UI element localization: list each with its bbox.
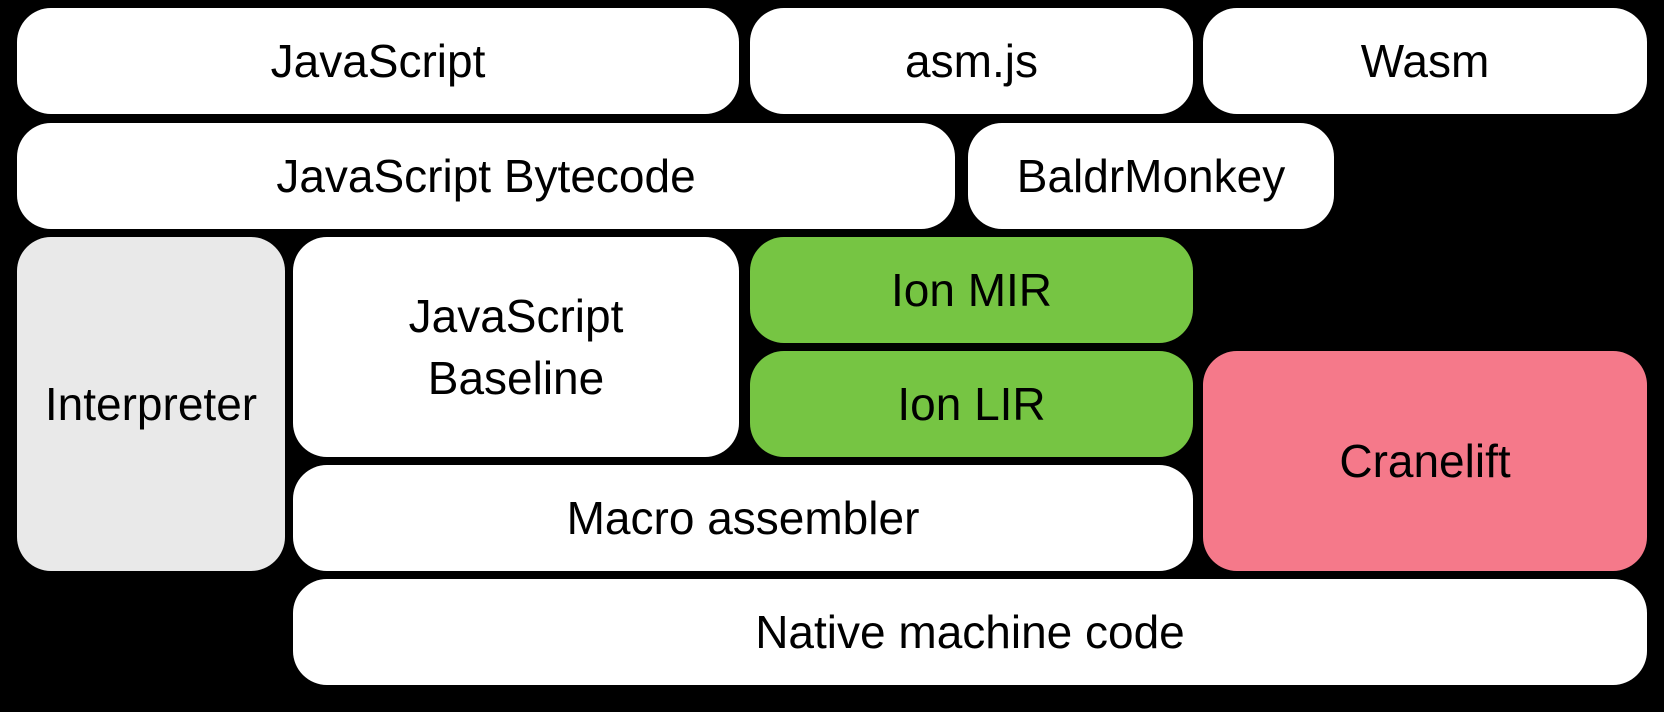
box-macro-assembler-label: Macro assembler (566, 491, 920, 544)
box-baldrmonkey: BaldrMonkey (968, 123, 1334, 229)
box-ion-mir-label: Ion MIR (890, 263, 1053, 316)
box-ion-lir-label: Ion LIR (897, 377, 1046, 430)
box-cranelift-label: Cranelift (1339, 434, 1511, 487)
box-wasm-label: Wasm (1360, 34, 1490, 87)
box-ion-mir: Ion MIR (750, 237, 1193, 343)
box-macro-assembler: Macro assembler (293, 465, 1193, 571)
box-native-machine-code-label: Native machine code (755, 605, 1185, 658)
box-wasm: Wasm (1203, 8, 1647, 114)
box-ion-lir: Ion LIR (750, 351, 1193, 457)
box-asm-js-label: asm.js (905, 34, 1038, 87)
box-javascript-baseline-label: JavaScript Baseline (408, 289, 624, 404)
box-interpreter: Interpreter (17, 237, 285, 571)
box-javascript-bytecode-label: JavaScript Bytecode (276, 149, 696, 202)
box-baldrmonkey-label: BaldrMonkey (1016, 149, 1286, 202)
box-javascript-baseline: JavaScript Baseline (293, 237, 739, 457)
box-javascript-bytecode: JavaScript Bytecode (17, 123, 955, 229)
box-interpreter-label: Interpreter (44, 377, 258, 430)
box-asm-js: asm.js (750, 8, 1193, 114)
box-javascript-label: JavaScript (270, 34, 486, 87)
box-cranelift: Cranelift (1203, 351, 1647, 571)
box-native-machine-code: Native machine code (293, 579, 1647, 685)
box-javascript: JavaScript (17, 8, 739, 114)
